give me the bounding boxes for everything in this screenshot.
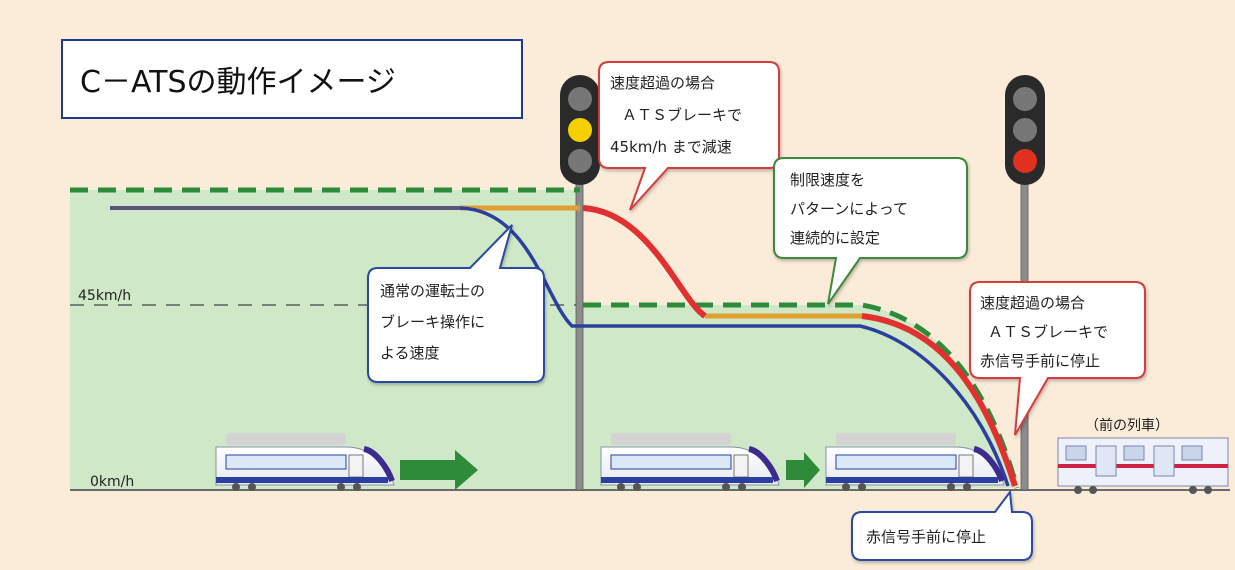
train-1 <box>215 433 395 491</box>
signal-2-top-lamp <box>1013 87 1037 111</box>
callout-blue-line-1: 通常の運転士の <box>380 282 485 300</box>
callout-red-right-line-3: 赤信号手前に停止 <box>980 352 1100 370</box>
callout-red-top-line-3: 45km/h まで減速 <box>610 138 732 156</box>
callout-red-top <box>598 61 780 211</box>
callout-blue-driver <box>367 224 545 383</box>
callout-green-line-3: 連続的に設定 <box>790 229 880 247</box>
signal-2-red-lamp <box>1013 149 1037 173</box>
callout-stop-bottom <box>851 489 1033 561</box>
callout-green-line-1: 制限速度を <box>790 171 865 189</box>
callout-blue-line-3: よる速度 <box>380 344 440 362</box>
speed-label-45: 45km/h <box>78 288 131 304</box>
callout-blue-line-2: ブレーキ操作に <box>380 313 485 331</box>
callout-red-top-line-1: 速度超過の場合 <box>610 74 715 92</box>
train-3 <box>825 433 1005 491</box>
signal-1-bottom-lamp <box>568 149 592 173</box>
signal-1-top-lamp <box>568 87 592 111</box>
callout-green-line-2: パターンによって <box>790 200 908 218</box>
ats-brake-curve-1 <box>582 205 707 319</box>
title-box <box>61 39 523 119</box>
callout-red-right-line-1: 速度超過の場合 <box>980 294 1085 312</box>
signal-1-yellow-lamp <box>568 118 592 142</box>
train-ahead <box>1057 437 1229 494</box>
driver-brake-curve <box>459 206 1010 487</box>
speed-label-0: 0km/h <box>90 474 134 490</box>
callout-red-right-line-2: ＡＴＳブレーキで <box>988 323 1108 341</box>
signal-2 <box>1005 75 1045 185</box>
train-2 <box>600 433 780 491</box>
signal-1 <box>560 75 600 185</box>
ats-brake-curve-2 <box>861 313 1018 487</box>
direction-arrow-2 <box>786 452 820 488</box>
callout-red-top-line-2: ＡＴＳブレーキで <box>622 106 742 124</box>
train-ahead-label: （前の列車） <box>1085 417 1169 434</box>
callout-green-pattern <box>773 157 968 305</box>
direction-arrow-1 <box>400 450 478 490</box>
callout-red-right <box>969 281 1146 436</box>
signal-2-middle-lamp <box>1013 118 1037 142</box>
signal-pole-1 <box>575 179 584 491</box>
diagram-title: C－ATSの動作イメージ <box>80 65 396 100</box>
green-zone-1 <box>70 190 580 490</box>
callout-stop-bottom-text: 赤信号手前に停止 <box>866 528 986 546</box>
